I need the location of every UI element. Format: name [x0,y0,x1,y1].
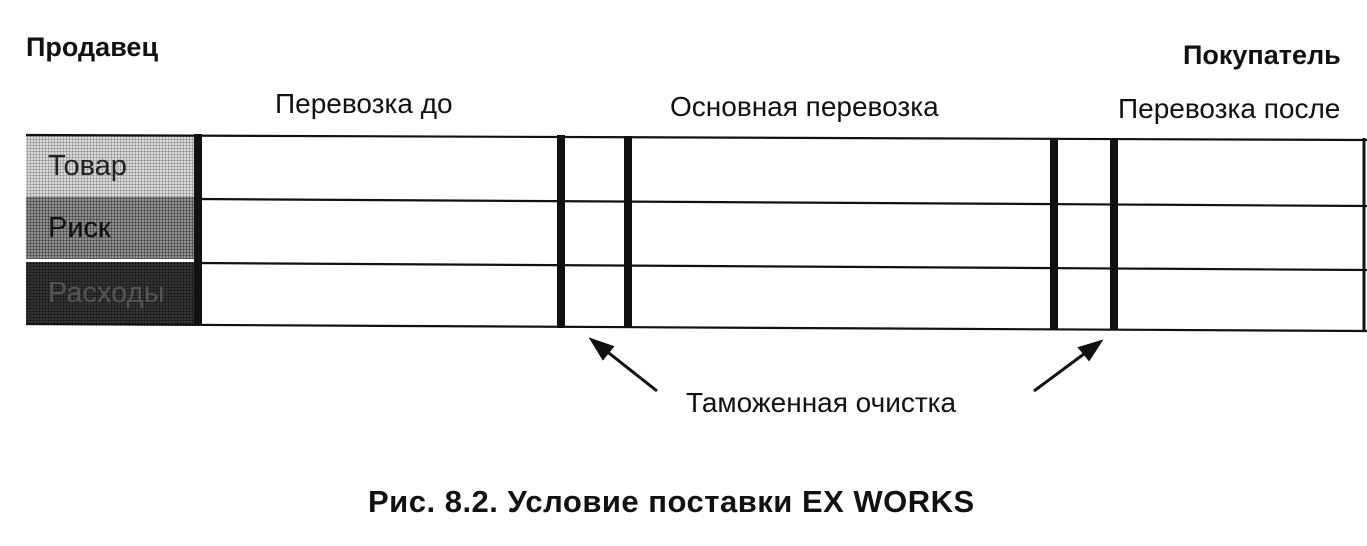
arrow-export-customs [599,344,658,393]
arrowhead-export-customs [588,337,615,361]
row-label-goods-text: Товар [48,149,127,182]
customs-clearance-label: Таможенная очистка [686,387,957,418]
row-label-goods: Товар [26,135,196,197]
grid-line-row2 [195,261,1367,272]
arrowhead-import-customs [1077,339,1104,362]
grid-line-bottom [25,322,1367,333]
row-label-risk-text: Риск [48,211,111,244]
figure-caption: Рис. 8.2. Условие поставки EX WORKS [368,484,975,519]
row-label-costs: Расходы [26,262,196,324]
row-label-risk: Риск [26,197,196,259]
buyer-label: Покупатель [1183,40,1341,70]
seller-label: Продавец [26,32,159,62]
row-label-costs-text: Расходы [48,276,165,309]
grid-line-row1 [195,197,1367,208]
stage-main-carriage: Основная перевозка [670,91,939,122]
stage-pre-carriage: Перевозка до [275,88,453,119]
stage-on-carriage: Перевозка после [1118,93,1341,124]
grid-line-top [25,133,1367,142]
arrow-import-customs [1033,346,1093,393]
